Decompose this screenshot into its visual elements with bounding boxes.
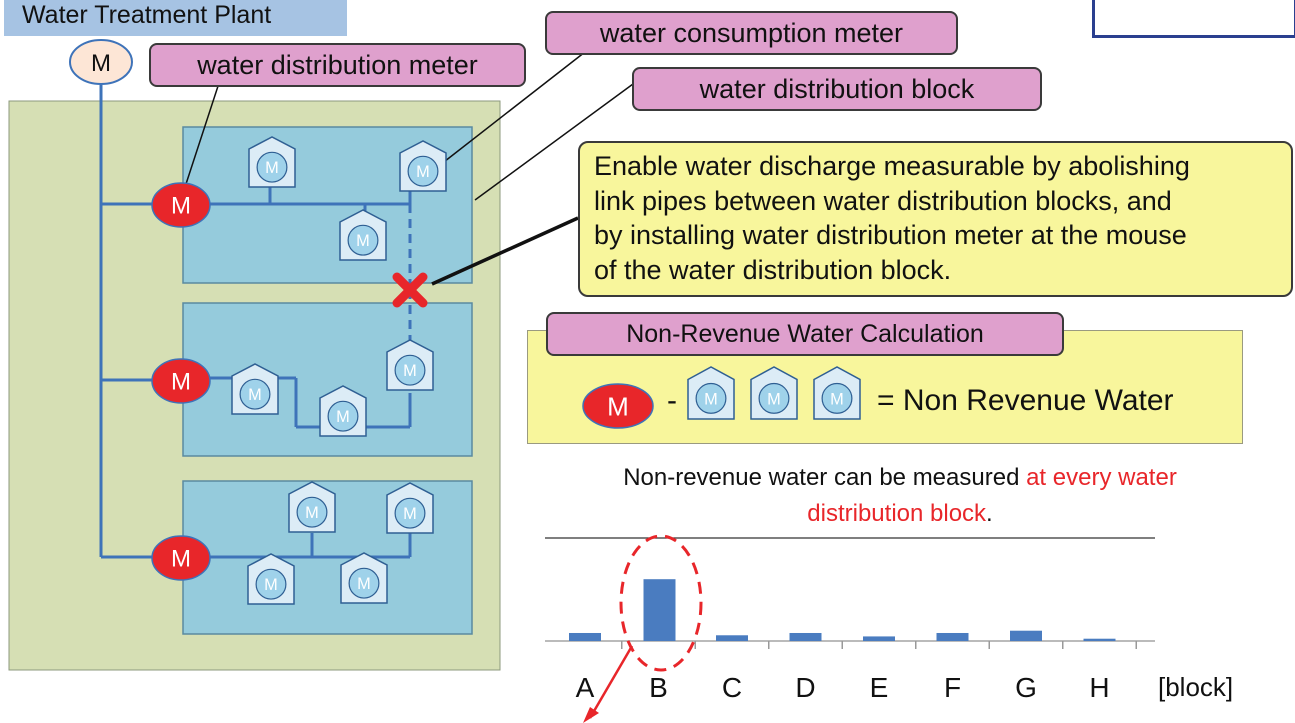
- trunk-pipes: [99, 85, 158, 559]
- meter-symbol: M: [305, 504, 319, 522]
- plant-meter-symbol: M: [91, 50, 111, 77]
- meter-symbol: M: [171, 193, 191, 220]
- distribution-meter-icon: M: [151, 182, 211, 228]
- meter-symbol: M: [171, 369, 191, 396]
- distribution-meter-icon: M: [582, 383, 654, 429]
- nrw-calculation-title: Non-Revenue Water Calculation: [546, 312, 1064, 356]
- highlight-arrow: [588, 645, 634, 719]
- consumption-meter-icon: M: [288, 481, 336, 533]
- meter-symbol: M: [264, 576, 278, 594]
- note-line: Enable water discharge measurable by abo…: [594, 151, 1190, 181]
- meter-symbol: M: [403, 505, 417, 523]
- chart-x-unit-label: [block]: [1158, 672, 1234, 702]
- note-line: link pipes between water distribution bl…: [594, 185, 1172, 216]
- consumption-meter-callout: water consumption meter: [545, 11, 958, 55]
- consumption-meter-icon: M: [386, 339, 434, 391]
- bar-D: [789, 632, 822, 641]
- highlight-arrow-head: [583, 707, 599, 723]
- consumption-meter-icon: M: [750, 366, 798, 420]
- nrw-bar-chart: [545, 534, 1155, 723]
- thumbnail-frame: [1092, 0, 1295, 38]
- meter-symbol: M: [336, 408, 350, 426]
- meter-symbol: M: [248, 386, 262, 404]
- category-label-E: E: [869, 672, 889, 703]
- equation-minus: -: [667, 384, 677, 417]
- distribution-meter-callout: water distribution meter: [149, 43, 526, 87]
- caption-text: .: [986, 500, 993, 527]
- caption-highlight: at every water: [1026, 464, 1177, 491]
- meter-symbol: M: [830, 390, 844, 408]
- consumption-meter-icon: M: [339, 209, 387, 261]
- category-label-D: D: [795, 672, 816, 703]
- consumption-meter-icon: M: [231, 363, 279, 415]
- bar-B: [643, 579, 676, 641]
- category-label-G: G: [1015, 672, 1037, 703]
- meter-symbol: M: [416, 163, 430, 181]
- bar-G: [1010, 630, 1042, 641]
- meter-symbol: M: [171, 546, 191, 573]
- consumption-meter-icon: M: [340, 552, 388, 604]
- meter-symbol: M: [265, 159, 279, 177]
- bar-E: [863, 636, 895, 641]
- category-label-A: A: [575, 672, 595, 703]
- highlight-ellipse: [619, 534, 703, 672]
- distribution-meter-icon: M: [151, 535, 211, 581]
- meter-symbol: M: [357, 575, 371, 593]
- meter-symbol: M: [704, 390, 718, 408]
- category-label-B: B: [649, 672, 668, 703]
- meter-symbol: M: [607, 391, 629, 421]
- caption-highlight: distribution block: [807, 500, 987, 527]
- abolished-link-marker: [392, 272, 428, 308]
- category-label-F: F: [943, 672, 962, 703]
- note-line: by installing water distribution meter a…: [594, 220, 1187, 250]
- consumption-meter-icon: M: [247, 553, 295, 605]
- consumption-meter-icon: M: [687, 366, 735, 420]
- equation-result: = Non Revenue Water: [877, 384, 1174, 417]
- meter-symbol: M: [403, 362, 417, 380]
- nrw-caption: Non-revenue water can be measured at eve…: [540, 460, 1260, 532]
- distribution-meter-icon: M: [151, 358, 211, 404]
- note-line: of the water distribution block.: [594, 254, 952, 285]
- consumption-meter-icon: M: [399, 140, 447, 192]
- caption-text: Non-revenue water can be measured: [623, 464, 1027, 491]
- category-label-H: H: [1089, 672, 1110, 703]
- treatment-plant-label: Water Treatment Plant: [4, 0, 347, 36]
- category-label-C: C: [721, 672, 743, 703]
- consumption-meter-icon: M: [813, 366, 861, 420]
- consumption-meter-icon: M: [248, 136, 296, 188]
- bar-F: [936, 632, 969, 641]
- bar-A: [569, 632, 601, 641]
- bar-H: [1083, 638, 1116, 641]
- distribution-block-callout: water distribution block: [632, 67, 1042, 111]
- leader-lines: [185, 51, 634, 286]
- consumption-meter-icon: M: [386, 482, 434, 534]
- meter-symbol: M: [356, 232, 370, 250]
- consumption-meter-icon: M: [319, 385, 367, 437]
- bar-C: [716, 635, 748, 641]
- plant-meter: M: [69, 39, 133, 85]
- measurement-note: Enable water discharge measurable by abo…: [578, 141, 1293, 297]
- meter-symbol: M: [767, 390, 781, 408]
